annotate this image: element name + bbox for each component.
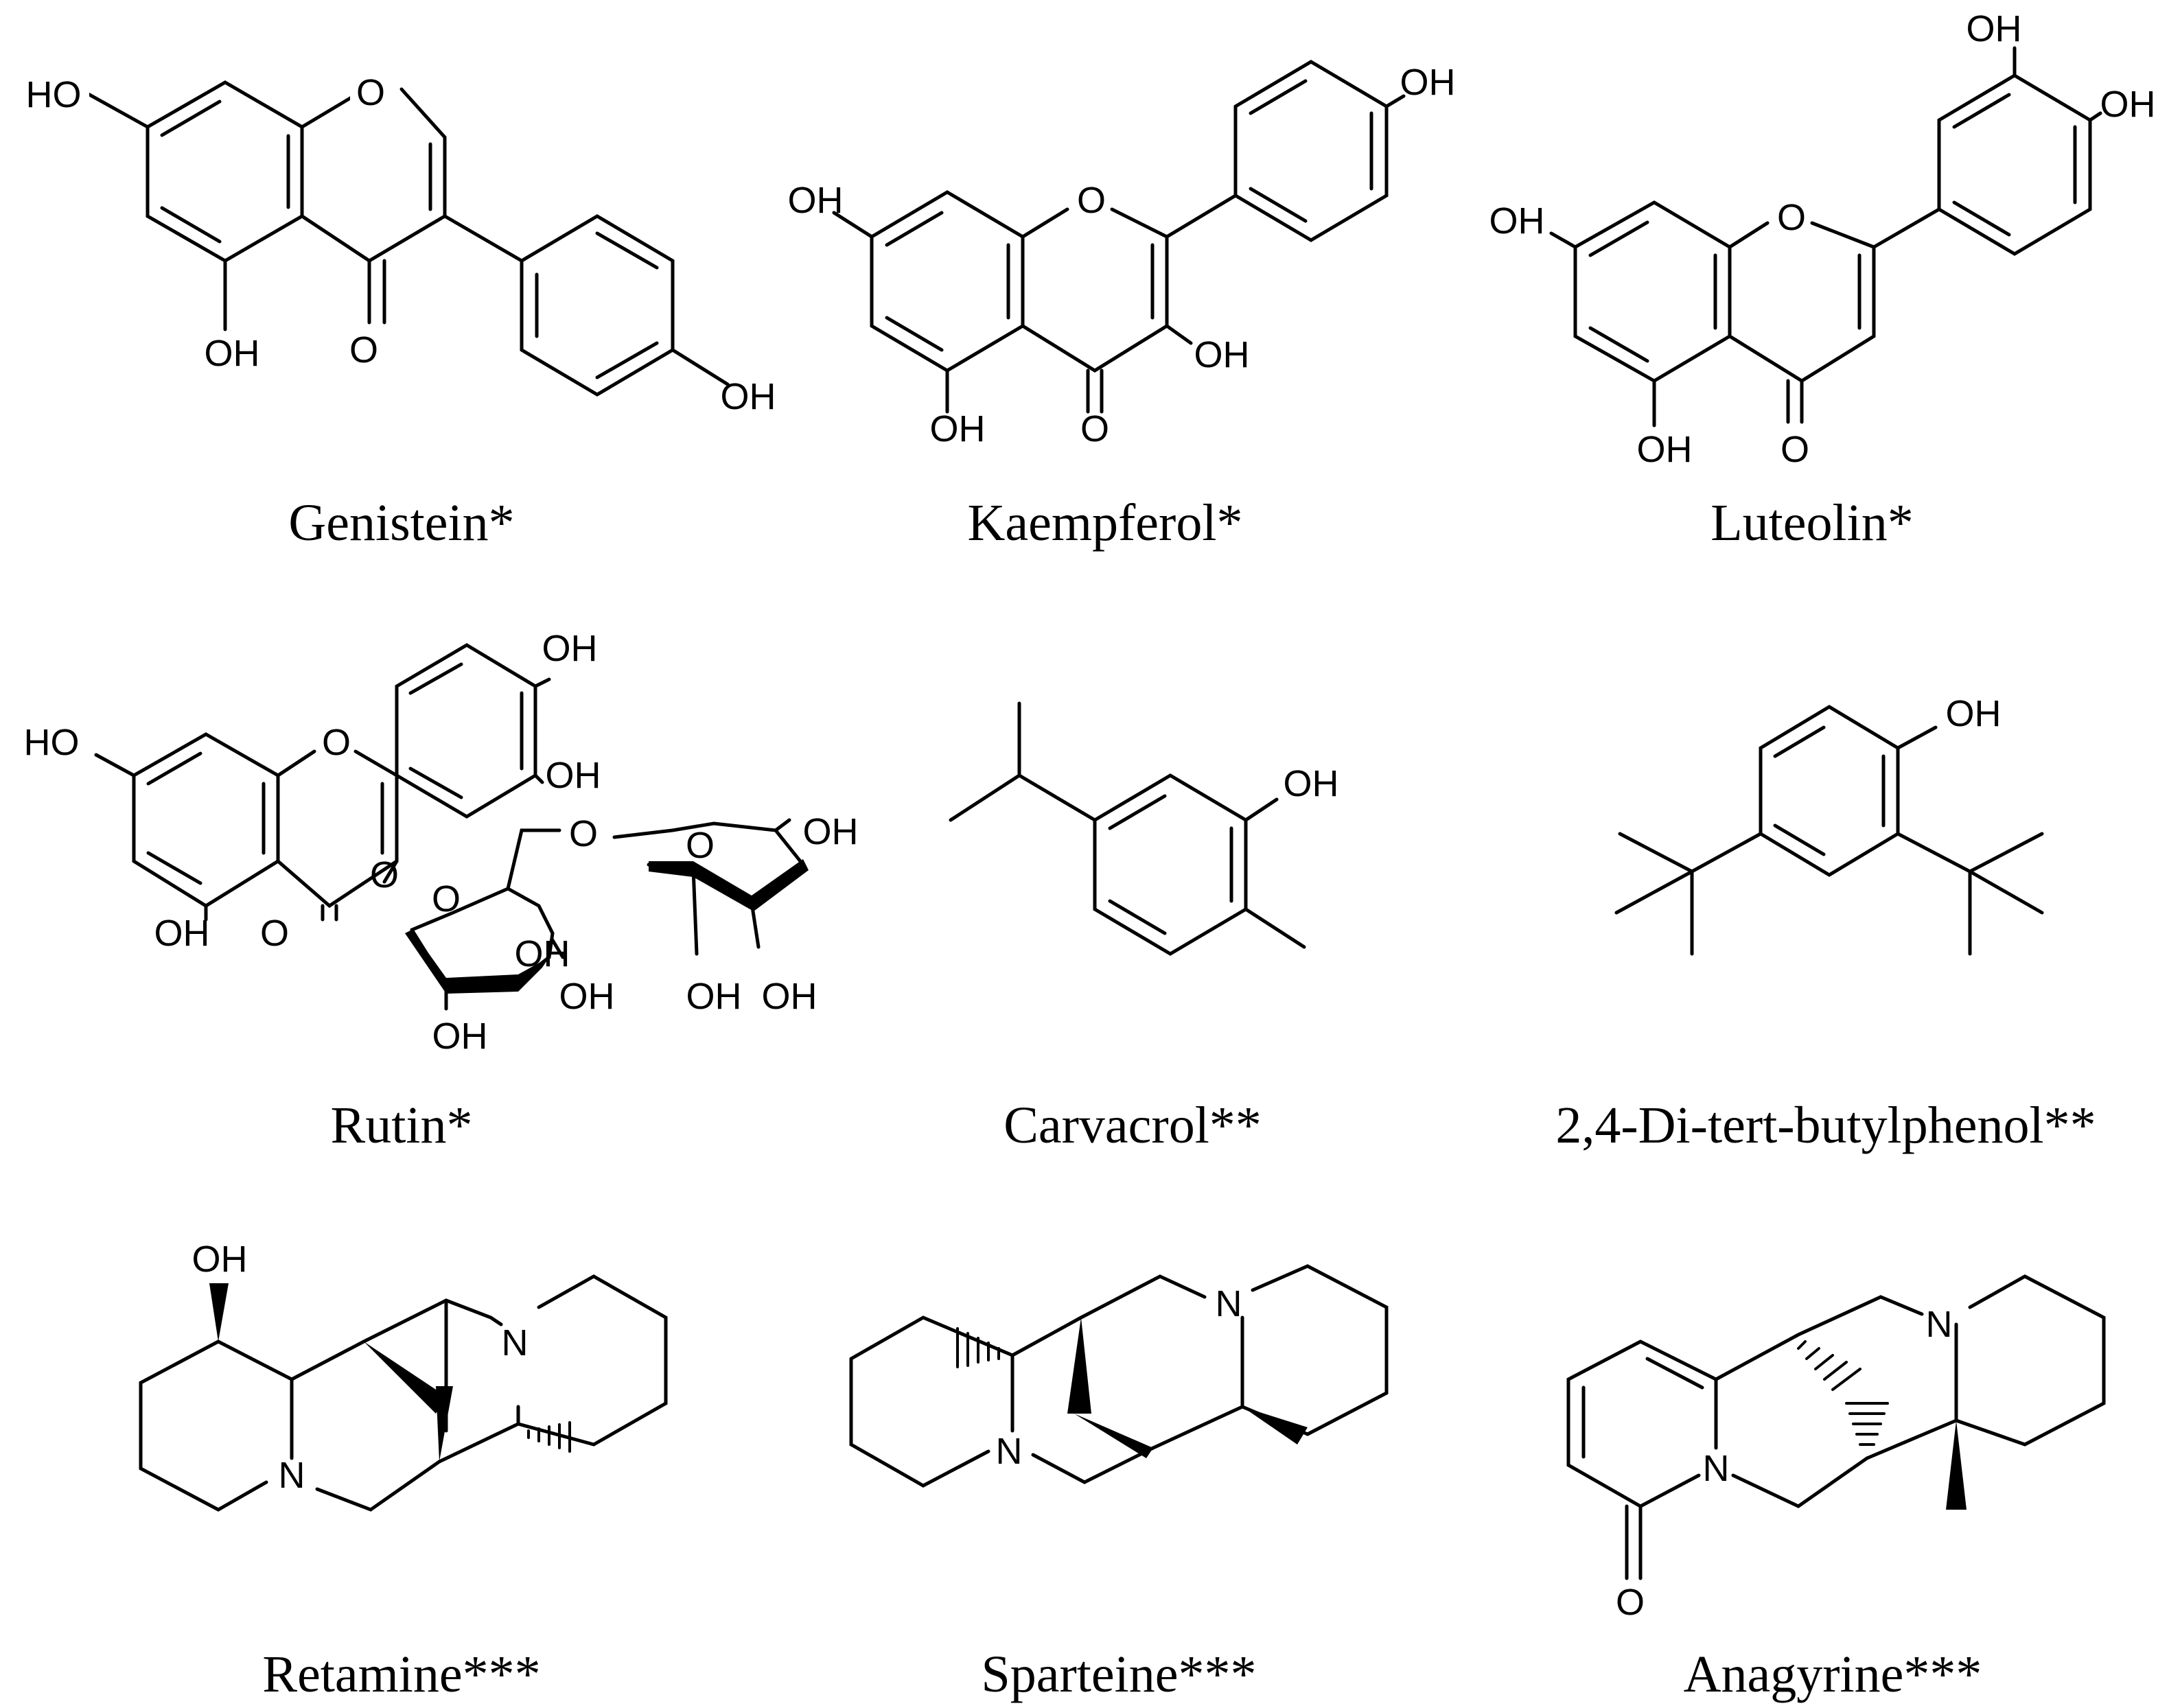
caption-kaempferol: Kaempferol*: [968, 494, 1243, 552]
anagyrine-label-n-2: N: [1703, 1448, 1730, 1489]
retamine-oh-wedge: [209, 1283, 229, 1342]
luteolin-label-keto-o: O: [1781, 429, 1809, 470]
genistein-bonds: [84, 80, 730, 397]
sparteine-bridge-wedge-2: [1074, 1414, 1153, 1458]
retamine-bridge-wedge: [364, 1342, 446, 1414]
caption-anagyrine: Anagyrine***: [1684, 1646, 1982, 1703]
luteolin-label-oh-3p: OH: [1967, 8, 2022, 49]
kaempferol-label-ring-o: O: [1077, 180, 1106, 221]
rutin-structure: OH OH HO O O OH O O O O OH OH OH OH OH O…: [24, 628, 859, 1154]
retamine-bonds: [139, 1274, 668, 1512]
genistein-label-oh-4p: OH: [721, 376, 776, 417]
kaempferol-bonds: [832, 60, 1406, 414]
rutin-label-rhamnose-oh-a: OH: [803, 811, 859, 852]
di-tert-butylphenol-label-oh: OH: [1946, 693, 2002, 734]
luteolin-label-oh-7: OH: [1489, 200, 1545, 242]
sparteine-hashed-bond: [956, 1327, 1000, 1368]
sparteine-label-n-2: N: [996, 1431, 1023, 1472]
carvacrol-label-oh: OH: [1284, 763, 1339, 804]
kaempferol-label-oh-5: OH: [930, 408, 986, 449]
retamine-label-n-1: N: [502, 1322, 529, 1364]
rutin-label-rhamnose-ring-o: O: [686, 825, 715, 866]
caption-retamine: Retamine***: [262, 1646, 540, 1703]
anagyrine-hashed-bond-2: [1845, 1402, 1889, 1446]
luteolin-label-oh-4p: OH: [2100, 84, 2156, 125]
kaempferol-label-keto-o: O: [1080, 408, 1109, 449]
kaempferol-label-oh-4p: OH: [1400, 62, 1456, 103]
rutin-rhamnose-bold-bond: [649, 859, 809, 911]
di-tert-butylphenol-structure: OH 2,4-Di-tert-butylphenol**: [1555, 693, 2096, 1154]
caption-carvacrol: Carvacrol**: [1004, 1097, 1262, 1154]
rutin-label-glucose-oh-b: OH: [559, 976, 615, 1017]
anagyrine-methyl-wedge: [1946, 1420, 1967, 1510]
retamine-label-oh: OH: [192, 1239, 248, 1280]
rutin-label-rhamnose-oh-c: OH: [762, 976, 817, 1017]
rutin-label-glucose-ring-o: O: [432, 878, 461, 920]
rutin-label-oh-3p: OH: [546, 755, 601, 796]
retamine-bridge-wedge-2: [436, 1386, 453, 1462]
anagyrine-hashed-bond-1: [1797, 1340, 1861, 1391]
sparteine-bonds: [849, 1264, 1389, 1488]
sparteine-right-wedge: [1242, 1407, 1308, 1444]
rutin-label-glycosidic-o: O: [370, 854, 399, 896]
kaempferol-structure: OH O OH OH O OH Kaempferol*: [788, 60, 1456, 552]
genistein-structure: HO O O OH OH Genistein*: [14, 72, 776, 552]
luteolin-bonds: [1549, 46, 2102, 428]
rutin-label-keto-o: O: [260, 913, 289, 954]
retamine-label-n-2: N: [279, 1455, 305, 1496]
anagyrine-bonds: [1566, 1274, 2106, 1580]
rutin-label-ring-o: O: [322, 722, 351, 763]
luteolin-label-ring-o: O: [1777, 197, 1806, 238]
genistein-label-ring-o: O: [356, 72, 385, 113]
di-tert-butylphenol-bonds: [1614, 705, 2044, 956]
caption-luteolin: Luteolin*: [1710, 494, 1914, 552]
genistein-label-keto-o: O: [349, 329, 378, 371]
caption-di-tert-butylphenol: 2,4-Di-tert-butylphenol**: [1555, 1097, 2096, 1154]
carvacrol-structure: OH Carvacrol**: [949, 701, 1339, 1154]
anagyrine-label-keto-o: O: [1616, 1582, 1645, 1623]
genistein-label-oh-5: OH: [205, 333, 260, 374]
luteolin-structure: OH OH OH O OH O Luteolin*: [1489, 8, 2156, 552]
sparteine-structure: N N Sparteine***: [849, 1264, 1389, 1703]
retamine-hashed-bond: [527, 1421, 571, 1453]
rutin-label-ho-7: HO: [24, 722, 80, 763]
luteolin-label-oh-5: OH: [1637, 429, 1693, 470]
rutin-label-oh-5: OH: [154, 913, 210, 954]
carvacrol-bonds: [949, 701, 1306, 956]
kaempferol-label-oh-3: OH: [1194, 334, 1250, 375]
genistein-label-ho: HO: [26, 74, 82, 115]
rutin-label-oh-4p: OH: [542, 628, 598, 669]
caption-rutin: Rutin*: [331, 1097, 473, 1154]
caption-genistein: Genistein*: [288, 494, 514, 552]
anagyrine-label-n-1: N: [1926, 1304, 1953, 1345]
caption-sparteine: Sparteine***: [981, 1646, 1256, 1703]
kaempferol-label-oh-7: OH: [788, 180, 844, 221]
rutin-label-glucose-oh-a: OH: [515, 933, 570, 974]
sparteine-bridge-wedge-1: [1067, 1318, 1091, 1414]
rutin-glucose-bold-bond: [405, 930, 549, 994]
rutin-label-rhamnose-oh-b: OH: [686, 976, 742, 1017]
sparteine-label-n-1: N: [1216, 1283, 1242, 1324]
retamine-structure: OH N N Retamine***: [139, 1239, 668, 1703]
rutin-label-glucose-oh-c: OH: [432, 1016, 488, 1057]
anagyrine-structure: N N O Anagyrine***: [1566, 1274, 2106, 1703]
rutin-label-linker-o: O: [569, 813, 598, 854]
